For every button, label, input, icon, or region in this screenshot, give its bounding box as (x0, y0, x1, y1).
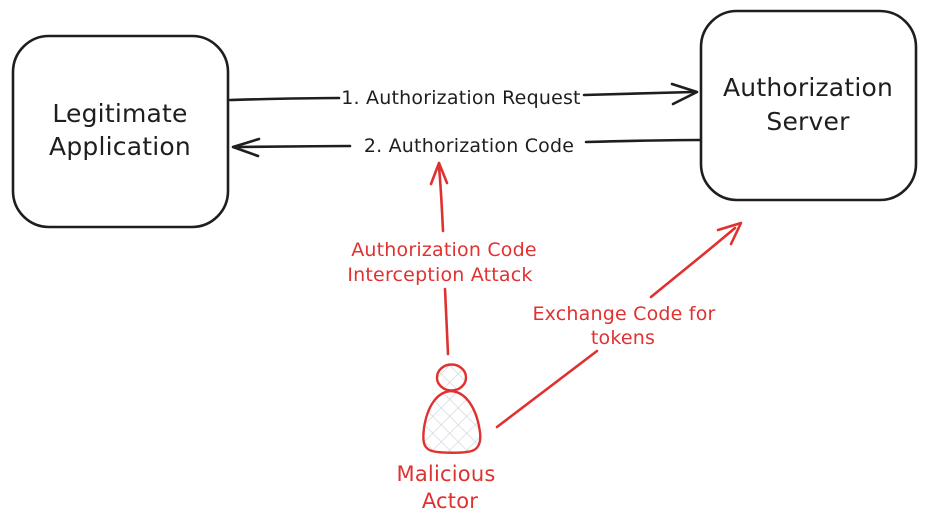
interception-attack-line-lower (443, 287, 450, 356)
exchange-code-arrowhead (716, 221, 743, 246)
interception-attack-label-line2: Interception Attack (347, 264, 532, 286)
malicious-actor-figure: Malicious Actor (397, 363, 496, 513)
legitimate-application-node: Legitimate Application (11, 34, 230, 229)
authorization-server-label-line1: Authorization (723, 73, 893, 102)
authorization-code-label: 2. Authorization Code (364, 135, 574, 157)
malicious-actor-label-line1: Malicious (397, 462, 496, 486)
malicious-actor-head (435, 363, 468, 392)
authorization-request-line-left (228, 96, 341, 102)
exchange-code-label-line2: tokens (591, 327, 655, 349)
authorization-code-line-left (237, 144, 352, 149)
authorization-request-arrow: 1. Authorization Request (228, 82, 699, 109)
authorization-request-arrowhead (670, 82, 699, 106)
malicious-actor-body (422, 389, 482, 454)
authorization-server-node: Authorization Server (699, 9, 918, 202)
interception-attack-label-line1: Authorization Code (351, 239, 537, 261)
legitimate-application-label-line2: Application (49, 132, 191, 161)
authorization-server-box (699, 9, 918, 202)
interception-attack-line-upper (437, 165, 445, 233)
legitimate-application-box (11, 34, 230, 229)
exchange-code-label-line1: Exchange Code for (532, 303, 715, 325)
interception-attack-arrow: Authorization Code Interception Attack (347, 161, 537, 356)
exchange-code-line-upper (649, 226, 737, 299)
interception-attack-arrowhead (429, 161, 449, 186)
exchange-code-arrow: Exchange Code for tokens (495, 221, 743, 429)
authorization-code-arrowhead (231, 137, 261, 158)
authorization-server-label-line2: Server (766, 107, 850, 136)
authorization-request-label: 1. Authorization Request (341, 87, 580, 109)
exchange-code-line-lower (495, 349, 599, 429)
authorization-code-line-right (584, 138, 702, 144)
malicious-actor-label-line2: Actor (422, 489, 478, 513)
authorization-code-arrow: 2. Authorization Code (231, 135, 702, 158)
legitimate-application-label-line1: Legitimate (52, 99, 187, 128)
authorization-request-line-right (582, 90, 695, 97)
